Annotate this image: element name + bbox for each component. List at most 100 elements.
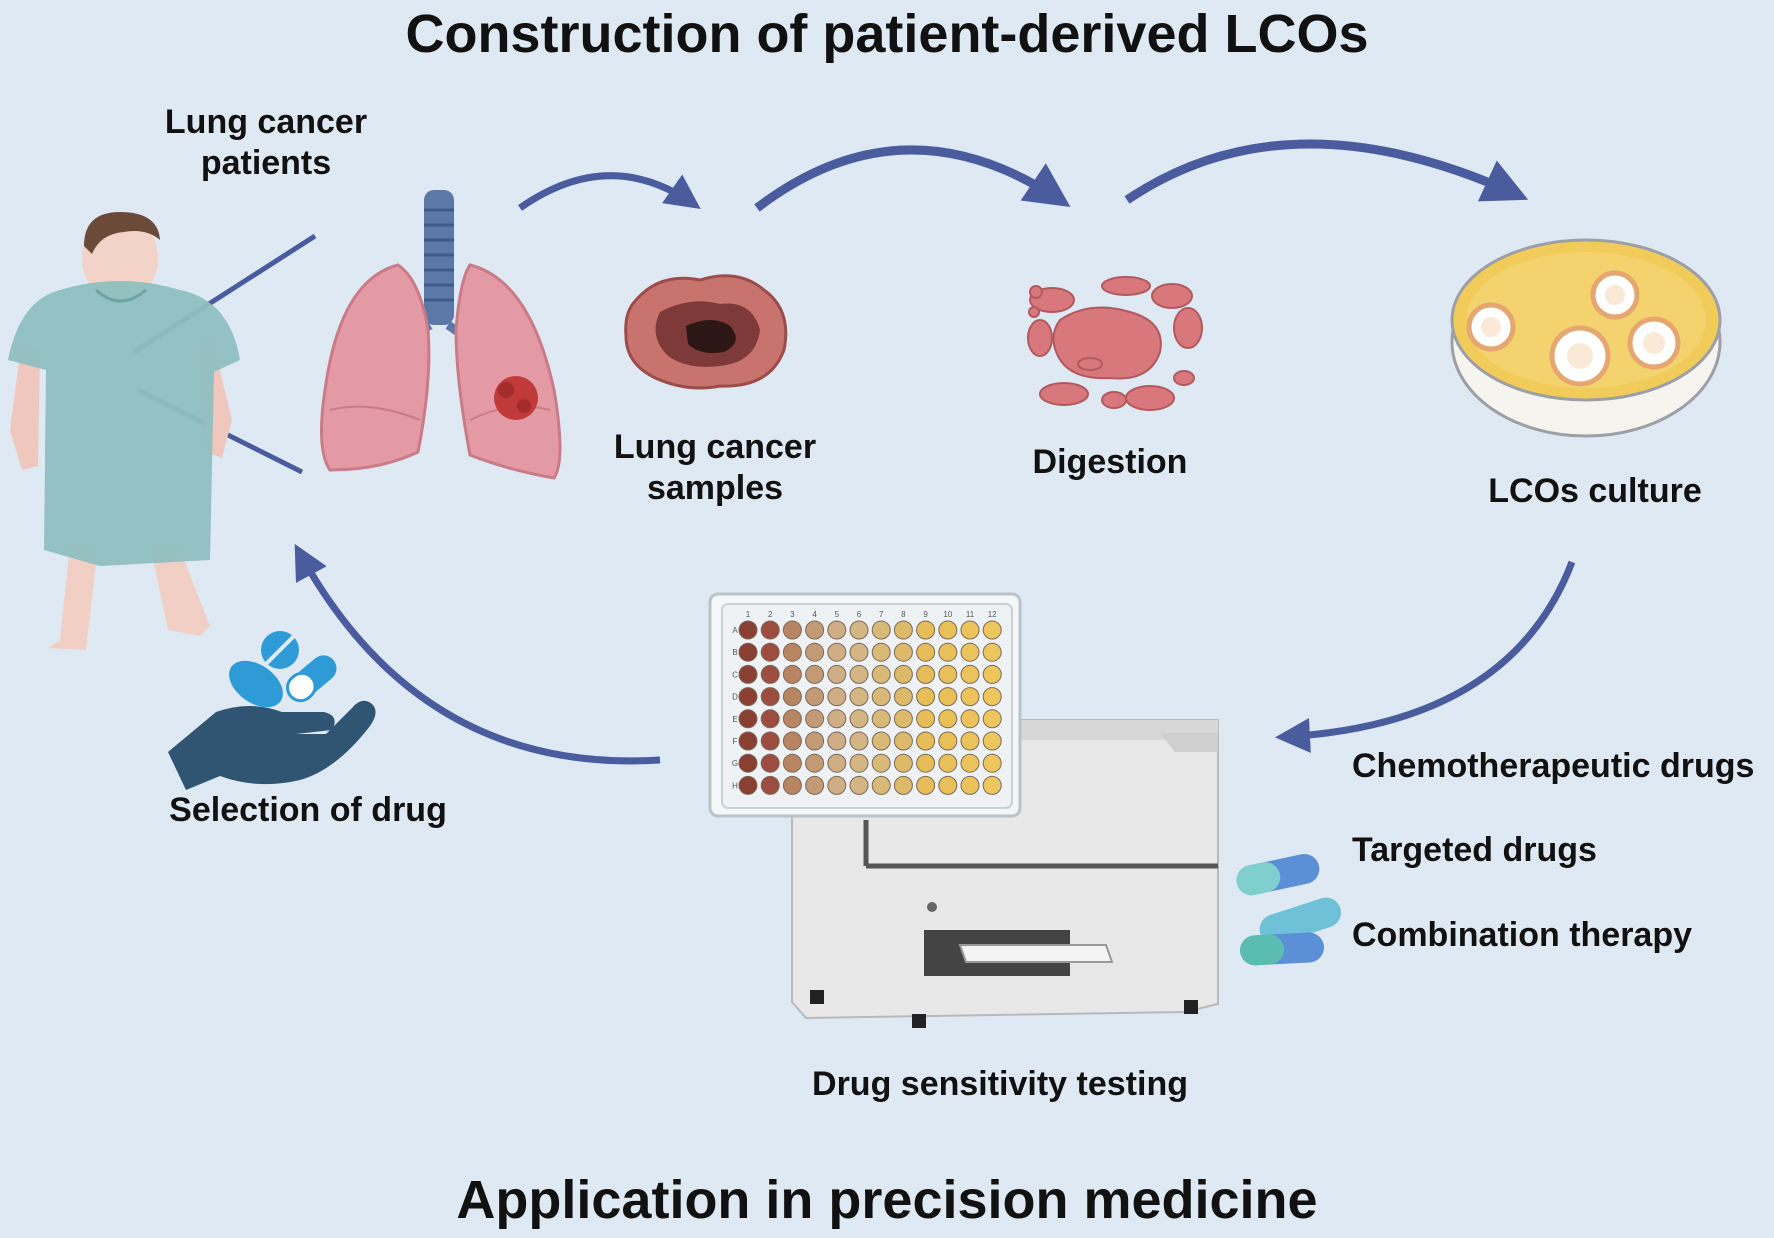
plate-well xyxy=(871,620,891,640)
plate-well xyxy=(916,642,936,662)
plate-row-label: H xyxy=(732,781,738,790)
plate-column-label: 9 xyxy=(923,610,928,619)
plate-well xyxy=(760,753,780,773)
plate-well xyxy=(738,775,758,795)
label-line: samples xyxy=(646,468,784,507)
plate-well xyxy=(827,775,847,795)
patient-figure xyxy=(8,212,240,650)
drug-type-chemotherapeutic: Chemotherapeutic drugs xyxy=(1352,747,1755,785)
plate-well xyxy=(871,775,891,795)
arrow-patients-to-samples xyxy=(517,172,701,211)
plate-well xyxy=(827,753,847,773)
hand-with-pills-icon xyxy=(168,631,376,790)
capsules-icon xyxy=(1236,853,1341,966)
plate-well xyxy=(982,731,1002,751)
plate-well xyxy=(982,642,1002,662)
plate-well xyxy=(871,753,891,773)
plate-row-label: G xyxy=(732,759,738,768)
plate-column-label: 10 xyxy=(943,610,952,619)
plate-well xyxy=(893,664,913,684)
plate-well xyxy=(938,664,958,684)
plate-well xyxy=(760,775,780,795)
arrow-testing-to-patient xyxy=(294,543,661,765)
plate-well xyxy=(827,642,847,662)
plate-well xyxy=(827,709,847,729)
plate-well xyxy=(782,709,802,729)
plate-well xyxy=(760,709,780,729)
plate-well xyxy=(938,753,958,773)
plate-well xyxy=(916,687,936,707)
tumor-sample-illustration xyxy=(624,274,788,390)
plate-well xyxy=(916,664,936,684)
plate-well xyxy=(738,709,758,729)
plate-well xyxy=(916,753,936,773)
plate-row-label: A xyxy=(732,626,738,635)
plate-well xyxy=(782,642,802,662)
plate-well xyxy=(938,731,958,751)
plate-well xyxy=(738,664,758,684)
plate-well xyxy=(849,664,869,684)
plate-column-label: 2 xyxy=(768,610,773,619)
plate-well xyxy=(782,687,802,707)
plate-well xyxy=(938,687,958,707)
plate-well xyxy=(938,709,958,729)
plate-well xyxy=(871,642,891,662)
plate-column-label: 11 xyxy=(966,610,975,619)
plate-well xyxy=(893,753,913,773)
plate-well xyxy=(960,664,980,684)
plate-well xyxy=(982,753,1002,773)
plate-well xyxy=(849,709,869,729)
label-line: patients xyxy=(200,143,332,182)
plate-well xyxy=(738,731,758,751)
plate-well xyxy=(982,709,1002,729)
plate-well xyxy=(893,775,913,795)
arrow-culture-to-testing xyxy=(1275,560,1576,753)
plate-row-label: C xyxy=(732,670,738,679)
plate-well xyxy=(805,753,825,773)
plate-well xyxy=(849,753,869,773)
plate-well xyxy=(893,709,913,729)
plate-column-label: 12 xyxy=(988,610,997,619)
plate-column-label: 1 xyxy=(746,610,751,619)
plate-column-label: 8 xyxy=(901,610,906,619)
plate-well xyxy=(916,731,936,751)
plate-well xyxy=(960,709,980,729)
plate-well xyxy=(760,687,780,707)
plate-well xyxy=(805,775,825,795)
label-lcos-culture: LCOs culture xyxy=(1488,472,1702,510)
plate-well xyxy=(871,731,891,751)
plate-well xyxy=(782,753,802,773)
top-title: Construction of patient-derived LCOs xyxy=(405,4,1369,64)
label-line: Lung cancer xyxy=(164,103,368,141)
plate-well xyxy=(805,687,825,707)
plate-well xyxy=(871,709,891,729)
plate-well xyxy=(960,642,980,662)
plate-well xyxy=(960,731,980,751)
plate-well xyxy=(805,664,825,684)
plate-row-label: F xyxy=(733,737,738,746)
plate-well xyxy=(916,775,936,795)
plate-well xyxy=(849,731,869,751)
label-drug-sensitivity-testing: Drug sensitivity testing xyxy=(812,1065,1188,1103)
plate-well xyxy=(760,620,780,640)
plate-well xyxy=(960,620,980,640)
plate-well xyxy=(960,687,980,707)
plate-well xyxy=(782,620,802,640)
plate-well xyxy=(738,620,758,640)
plate-well xyxy=(871,687,891,707)
plate-well xyxy=(805,620,825,640)
arrow-samples-to-digestion xyxy=(754,145,1071,212)
plate-well xyxy=(849,687,869,707)
label-line: Lung cancer xyxy=(613,428,817,466)
plate-well xyxy=(827,731,847,751)
plate-column-label: 7 xyxy=(879,610,884,619)
plate-well xyxy=(893,620,913,640)
plate-well xyxy=(938,775,958,795)
plate-column-label: 4 xyxy=(812,610,817,619)
plate-well xyxy=(871,664,891,684)
label-digestion: Digestion xyxy=(1032,443,1188,481)
petri-dish-illustration xyxy=(1450,238,1722,438)
bottom-title: Application in precision medicine xyxy=(456,1170,1318,1230)
